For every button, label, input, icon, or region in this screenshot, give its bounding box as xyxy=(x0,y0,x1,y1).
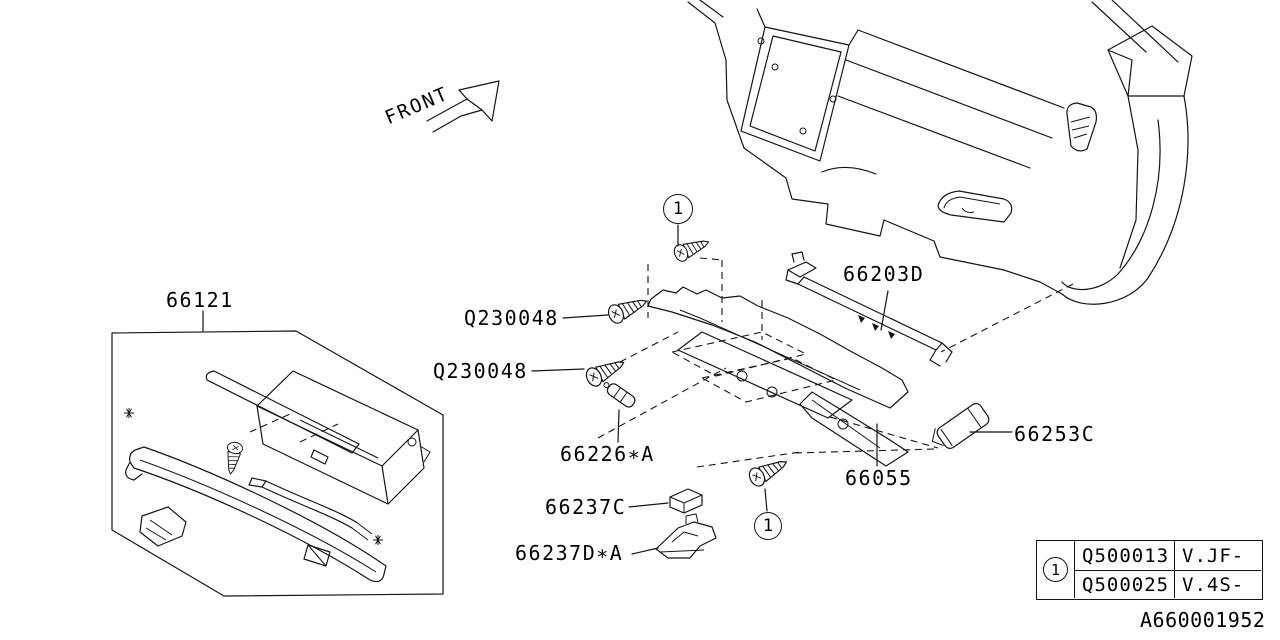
part-label-66203d: 66203D xyxy=(843,262,925,286)
drawing-number: A660001952 xyxy=(1140,608,1266,632)
clip-star-icon xyxy=(123,407,135,419)
callout-1-bottom: 1 xyxy=(754,512,782,540)
callout-1-top: 1 xyxy=(663,194,693,224)
rail-66203d xyxy=(785,251,953,367)
leader-lines xyxy=(202,224,1013,555)
part-label-66226a: 66226∗A xyxy=(560,442,655,466)
part-label-q230048-lower: Q230048 xyxy=(433,359,528,383)
screw-q230048-lower xyxy=(582,353,629,390)
legend-part-number-row2: Q500025 xyxy=(1074,571,1174,598)
part-label-66055: 66055 xyxy=(845,466,913,490)
legend-part-number-row1: Q500013 xyxy=(1074,541,1174,571)
glove-box-frame-66055 xyxy=(647,286,909,467)
part-label-66237c: 66237C xyxy=(545,495,627,519)
screw-callout1-bottom xyxy=(745,452,792,490)
glove-box-bin xyxy=(205,370,431,505)
part-label-66237da: 66237D∗A xyxy=(515,541,624,565)
legend-callout-1: 1 xyxy=(1043,557,1068,582)
lid-check-cable xyxy=(248,477,373,541)
dashboard-illustration xyxy=(687,0,1193,305)
cushion-66237c xyxy=(669,488,703,514)
front-arrow-icon xyxy=(426,80,500,133)
glove-box-lid xyxy=(125,446,387,583)
legend-applicability-row2: V.4S- xyxy=(1174,571,1261,598)
legend-ref-cell: 1 xyxy=(1037,541,1074,598)
part-label-66253c: 66253C xyxy=(1014,422,1096,446)
bracket-66237d xyxy=(655,513,717,559)
clip-66226 xyxy=(603,382,636,408)
legend-table: 1 Q500013 V.JF- Q500025 V.4S- xyxy=(1036,540,1263,600)
glove-box-latch xyxy=(139,506,187,547)
glove-box-detail-box xyxy=(111,330,444,597)
glove-box-screw xyxy=(222,440,244,476)
part-label-66121: 66121 xyxy=(166,288,234,312)
part-label-q230048-upper: Q230048 xyxy=(464,306,559,330)
screw-q230048-upper xyxy=(605,291,651,327)
hidden-lines xyxy=(597,257,1074,468)
legend-applicability-row1: V.JF- xyxy=(1174,541,1261,571)
damper-66253c xyxy=(931,403,990,449)
clip-star-icon xyxy=(372,534,384,546)
